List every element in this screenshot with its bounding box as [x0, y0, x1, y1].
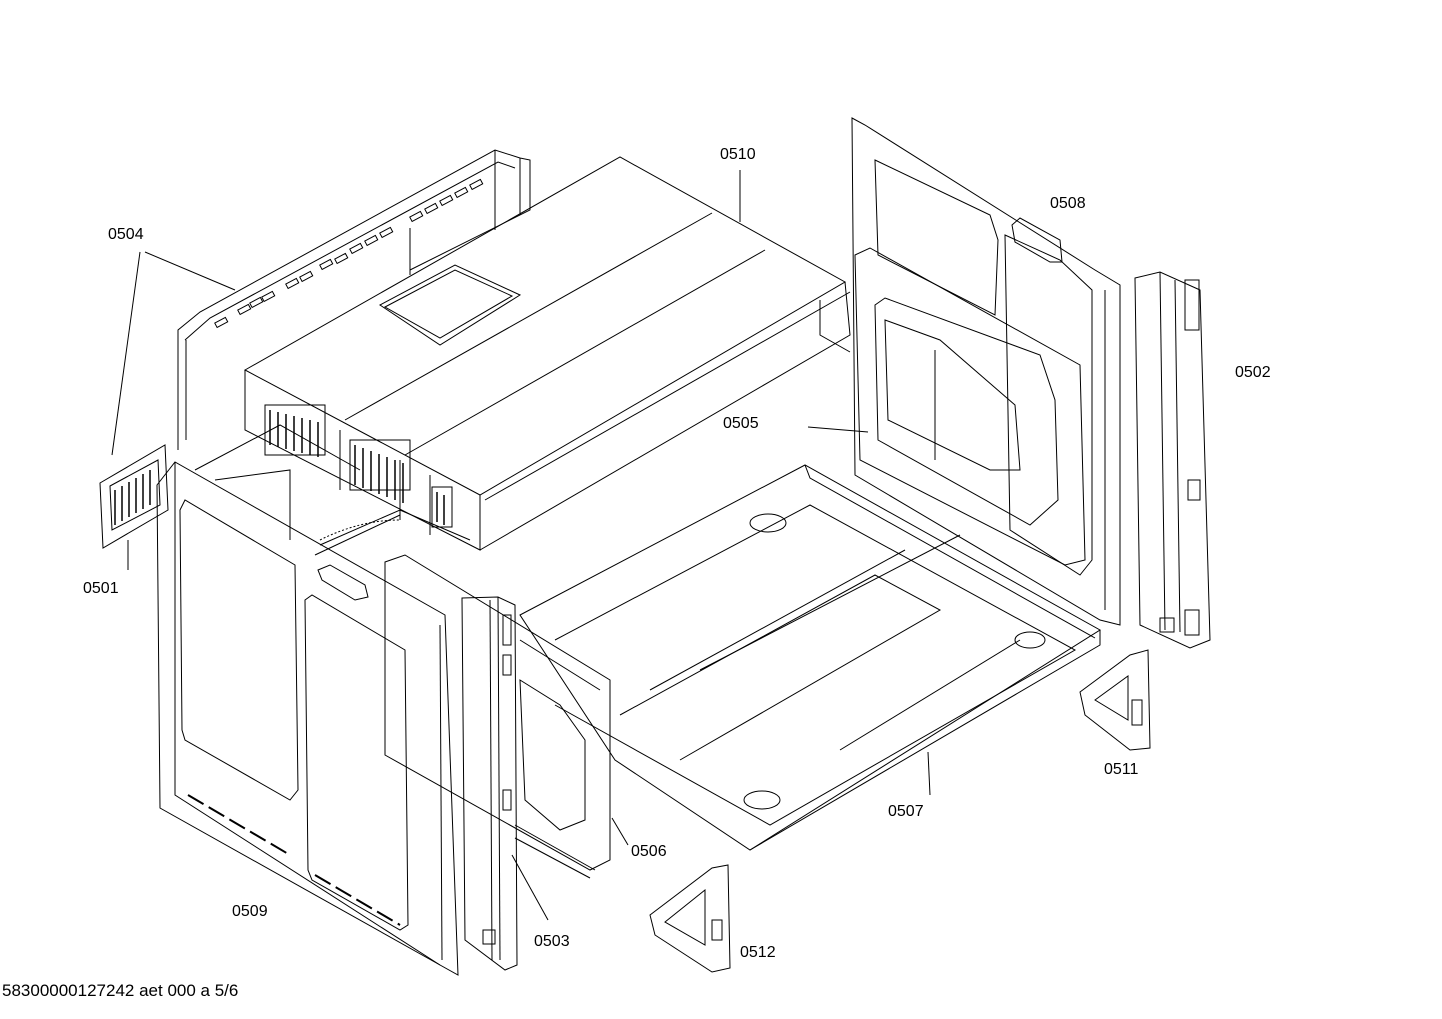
- callout-0508: 0508: [1050, 195, 1086, 212]
- drawing-reference-footer: 58300000127242 aet 000 a 5/6: [2, 981, 239, 1000]
- callout-0511: 0511: [1104, 761, 1139, 778]
- callout-0503: 0503: [534, 933, 570, 950]
- callout-0504: 0504: [108, 226, 144, 243]
- leader-lines: [112, 170, 930, 920]
- part-0505-inner-back-wall: [855, 248, 1085, 565]
- callout-0507: 0507: [888, 803, 924, 820]
- part-0512-bracket: [650, 865, 730, 972]
- callout-0506: 0506: [631, 843, 667, 860]
- callout-0509: 0509: [232, 903, 268, 920]
- part-0510-top-cover: [245, 157, 850, 550]
- callout-0502: 0502: [1235, 364, 1271, 381]
- callout-0510: 0510: [720, 146, 756, 163]
- part-0511-bracket: [1080, 650, 1150, 750]
- callout-0505: 0505: [723, 415, 759, 432]
- part-0509-left-side-panel: [157, 462, 458, 975]
- part-0506-inner-side-wall: [385, 555, 610, 878]
- part-0504-rear-frame: [178, 150, 530, 450]
- part-0503-front-rail: [462, 597, 517, 970]
- oven-cavity: [195, 425, 470, 555]
- part-0502-right-rail: [1135, 272, 1210, 648]
- callout-0501: 0501: [83, 580, 119, 597]
- callout-0512: 0512: [740, 944, 776, 961]
- part-0508-side-panel: [852, 118, 1120, 625]
- part-0501-side-bracket: [100, 445, 168, 548]
- part-0507-bottom-frame: [520, 465, 1100, 850]
